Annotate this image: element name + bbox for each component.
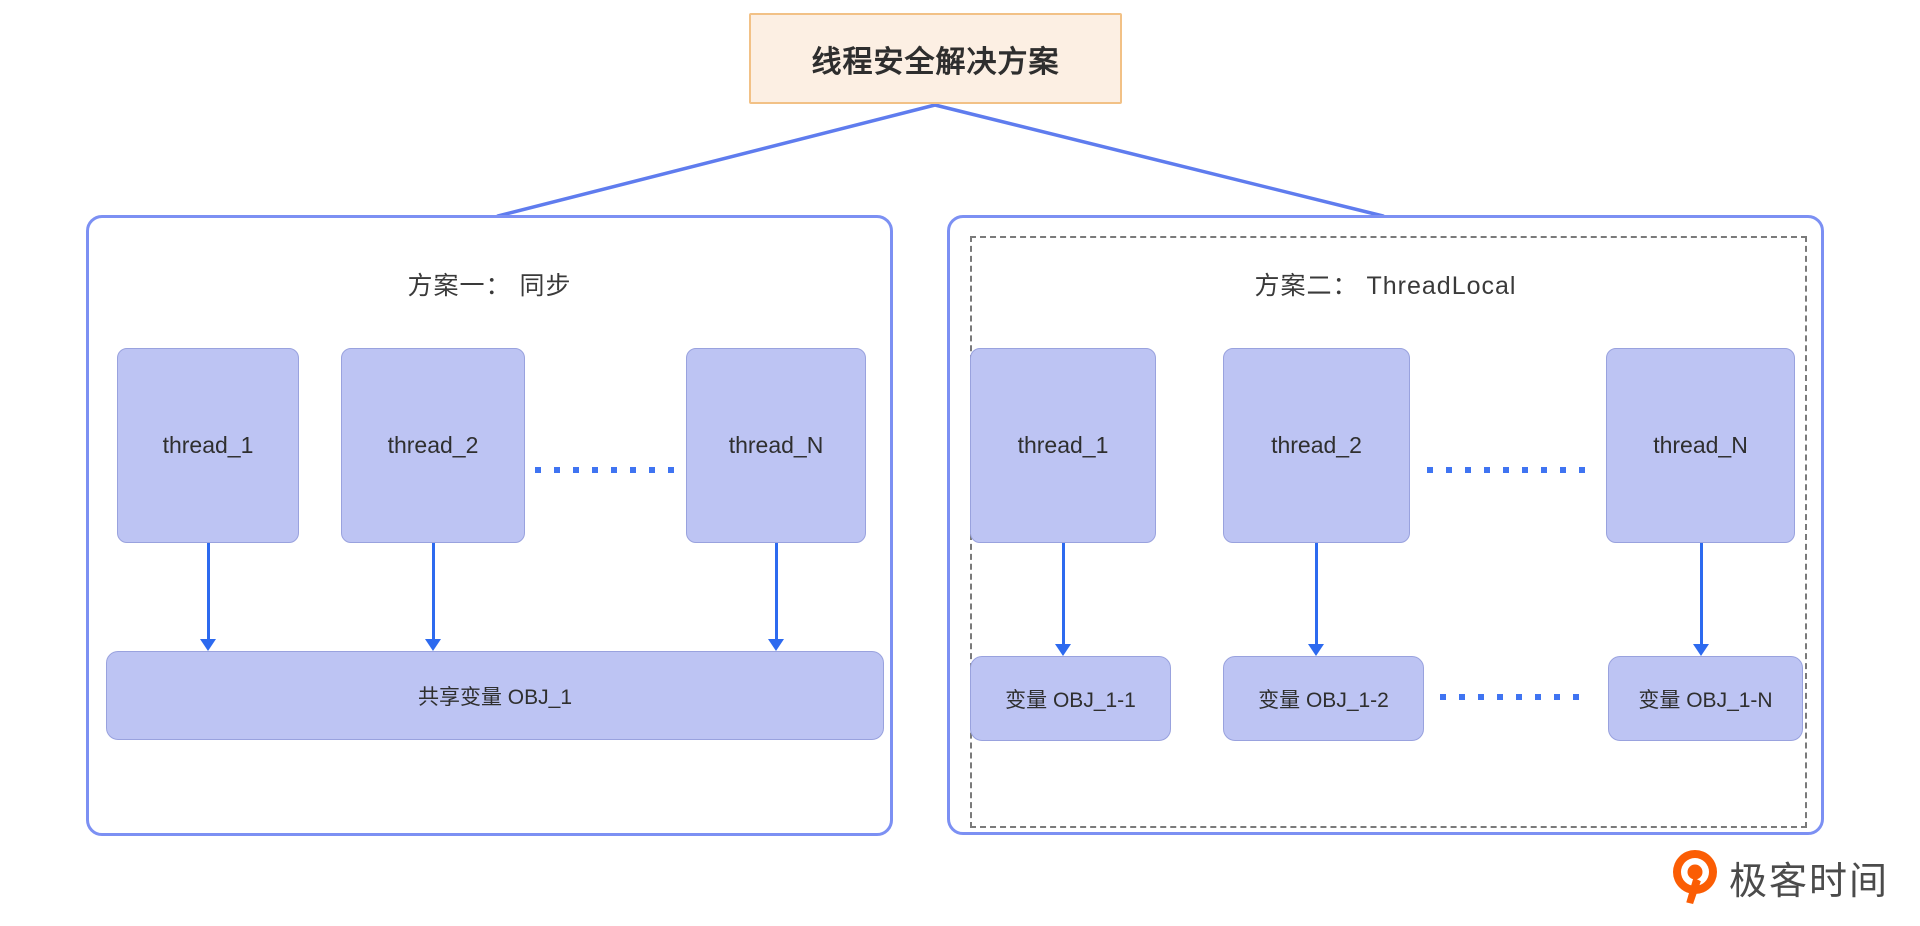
right-thread-1-box: thread_1 bbox=[970, 348, 1156, 543]
left-thread-2-box: thread_2 bbox=[341, 348, 525, 543]
ellipsis-dots bbox=[535, 467, 676, 473]
ellipsis-dots bbox=[1440, 694, 1590, 700]
arrow-down bbox=[768, 543, 784, 651]
panel-solution-1: 方案一： 同步 thread_1 thread_2 thread_N 共享变量 … bbox=[86, 215, 893, 836]
panel-2-title: 方案二： ThreadLocal bbox=[1254, 272, 1517, 300]
geektime-icon bbox=[1673, 850, 1717, 905]
arrow-down bbox=[1308, 543, 1324, 656]
logo-text: 极客时间 bbox=[1729, 860, 1890, 903]
left-thread-n-label: thread_N bbox=[728, 432, 824, 458]
panel-1-title: 方案一： 同步 bbox=[407, 272, 572, 300]
variable-2-box: 变量 OBJ_1-2 bbox=[1223, 656, 1424, 741]
left-thread-n-box: thread_N bbox=[686, 348, 866, 543]
right-thread-2-label: thread_2 bbox=[1271, 432, 1362, 458]
panel-solution-2: 方案二： ThreadLocal thread_1 thread_2 threa… bbox=[947, 215, 1824, 835]
title-box: 线程安全解决方案 bbox=[749, 13, 1122, 104]
right-thread-2-box: thread_2 bbox=[1223, 348, 1410, 543]
right-thread-n-label: thread_N bbox=[1653, 432, 1748, 458]
ellipsis-dots bbox=[1427, 467, 1587, 473]
variable-2-label: 变量 OBJ_1-2 bbox=[1258, 688, 1389, 712]
right-thread-1-label: thread_1 bbox=[1017, 432, 1109, 458]
left-thread-1-box: thread_1 bbox=[117, 348, 299, 543]
variable-n-box: 变量 OBJ_1-N bbox=[1608, 656, 1803, 741]
arrow-down bbox=[1693, 543, 1709, 656]
variable-n-label: 变量 OBJ_1-N bbox=[1638, 688, 1773, 712]
shared-variable-bar: 共享变量 OBJ_1 bbox=[106, 651, 884, 740]
variable-1-label: 变量 OBJ_1-1 bbox=[1005, 688, 1136, 712]
arrow-down bbox=[200, 543, 216, 651]
left-thread-1-label: thread_1 bbox=[162, 432, 254, 458]
variable-1-box: 变量 OBJ_1-1 bbox=[970, 656, 1171, 741]
geektime-logo: 极客时间 bbox=[1671, 848, 1889, 906]
arrow-down bbox=[1055, 543, 1071, 656]
right-thread-n-box: thread_N bbox=[1606, 348, 1795, 543]
shared-variable-label: 共享变量 OBJ_1 bbox=[417, 685, 573, 709]
arrow-down bbox=[425, 543, 441, 651]
title-text: 线程安全解决方案 bbox=[811, 45, 1060, 79]
left-thread-2-label: thread_2 bbox=[387, 432, 479, 458]
